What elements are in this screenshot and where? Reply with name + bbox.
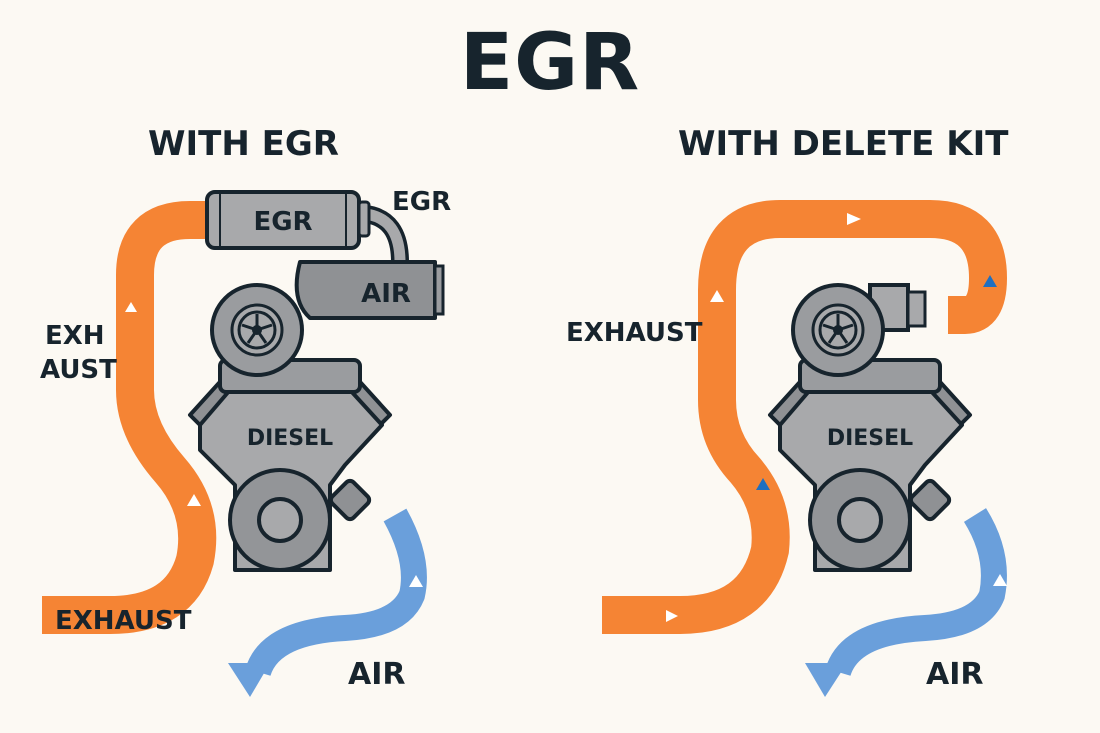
flow-arrow-marker [125, 302, 137, 312]
exhaust-side-label-line1: EXH [45, 321, 105, 351]
turbocharger-icon [791, 283, 885, 377]
air-bottom-label: AIR [926, 657, 983, 692]
exhaust-flow-path [42, 201, 217, 634]
flow-arrow-marker [187, 494, 201, 506]
flow-arrow-marker [847, 213, 861, 225]
panel-with-egr: DIESEL AIR EGR EGR EXH AUST EXHAUST AIR [40, 187, 451, 697]
air-compressor-icon [294, 260, 437, 320]
air-arrow-head [805, 663, 847, 697]
exhaust-side-label: EXHAUST [566, 318, 703, 348]
diesel-engine-icon [188, 358, 392, 572]
air-arrow-head [228, 663, 270, 697]
exhaust-flow-path [602, 200, 1008, 634]
engine-label: DIESEL [247, 426, 333, 451]
exhaust-side-label-line2: AUST [40, 355, 117, 385]
egr-cooler-label: EGR [253, 207, 312, 237]
engine-label: DIESEL [827, 426, 913, 451]
egr-valve-label: EGR [392, 187, 451, 217]
flow-arrow-marker [666, 610, 678, 622]
diesel-engine-icon [768, 358, 972, 572]
flow-arrow-marker [993, 574, 1007, 586]
flow-arrow-marker [710, 290, 724, 302]
main-title: EGR [459, 18, 641, 108]
air-bottom-label: AIR [348, 657, 405, 692]
air-flow-path [825, 508, 1007, 677]
panel-heading-with-delete-kit: WITH DELETE KIT [678, 124, 1009, 164]
air-flow-path [245, 508, 427, 677]
panel-with-delete-kit: DIESEL EXHAUST AIR [566, 200, 1008, 697]
flow-arrow-marker [409, 575, 423, 587]
panel-heading-with-egr: WITH EGR [148, 124, 339, 164]
flow-arrow-marker [983, 275, 997, 287]
turbocharger-icon [210, 283, 304, 377]
flow-arrow-marker [756, 478, 770, 490]
exhaust-bottom-label: EXHAUST [55, 606, 192, 636]
air-intake-label: AIR [361, 279, 411, 309]
